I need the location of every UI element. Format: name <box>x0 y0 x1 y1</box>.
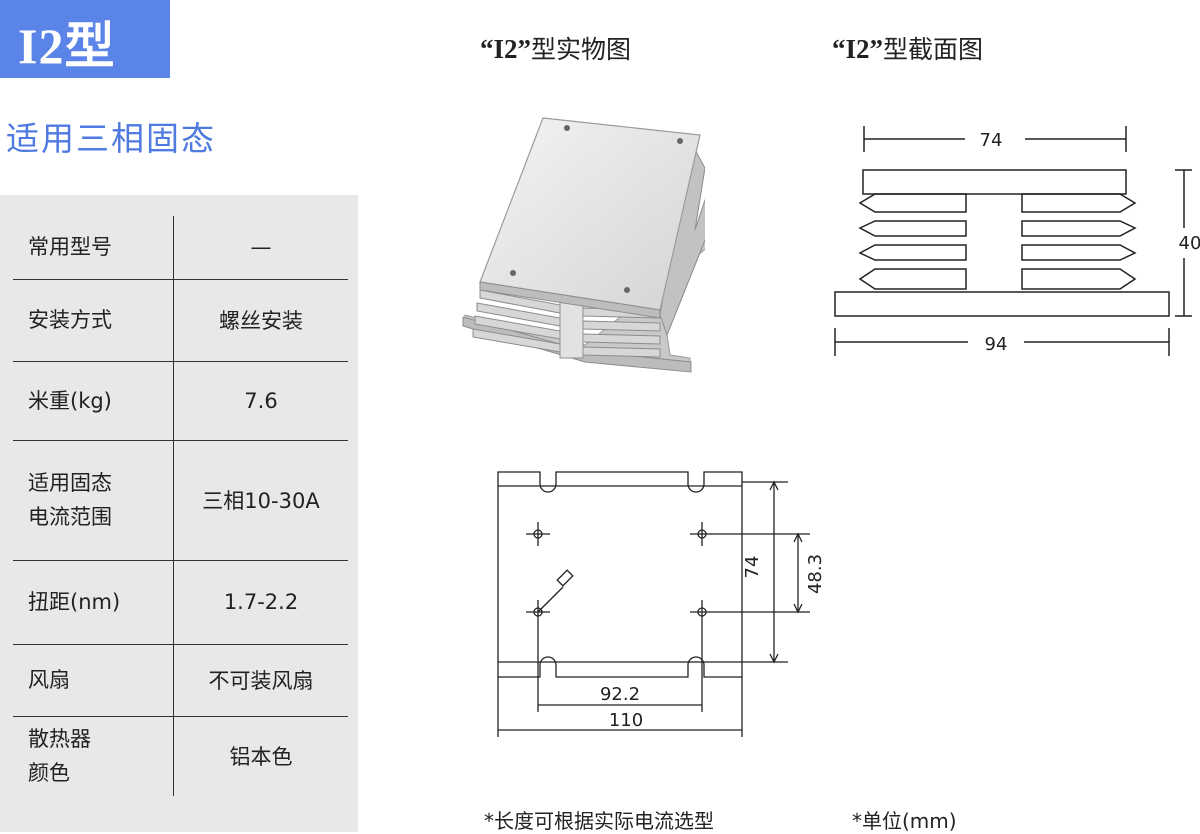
spec-label-line: 电流范围 <box>28 505 112 529</box>
spec-label: 米重(kg) <box>13 361 174 440</box>
spec-label: 散热器颜色 <box>13 716 174 796</box>
dim-hole-spacing-v: 48.3 <box>714 532 826 614</box>
section-caption: “I2”型截面图 <box>832 30 983 66</box>
dim-base: 94 <box>834 328 1170 356</box>
spec-label: 风扇 <box>13 644 174 716</box>
unit-note: *单位(mm) <box>852 809 957 833</box>
thermal-sensor-icon <box>537 569 574 613</box>
spec-row-model: 常用型号 — <box>13 216 348 279</box>
base-flange <box>834 291 1170 317</box>
top-plate-edge <box>479 281 661 319</box>
dim-total-height: 74 <box>742 480 788 664</box>
dim-hole-spacing-h: 92.2 <box>537 624 703 712</box>
top-plate <box>479 117 701 311</box>
photo-caption-text: 型实物图 <box>531 35 632 64</box>
dim-width-label: 110 <box>609 710 643 731</box>
title-banner: I2型 <box>0 0 170 78</box>
plate-outline <box>497 471 743 678</box>
dim-height-label: 40 <box>1179 233 1200 254</box>
spec-label: 扭距(nm) <box>13 560 174 644</box>
spec-row-color: 散热器颜色 铝本色 <box>13 716 348 796</box>
spec-value: 1.7-2.2 <box>223 590 299 614</box>
spec-label-line: 散热器 <box>28 727 91 752</box>
photo-caption: “I2”型实物图 <box>480 30 631 66</box>
spec-value: 铝本色 <box>229 745 293 770</box>
spec-value: 三相10-30A <box>202 489 320 513</box>
section-caption-text: 型截面图 <box>883 35 984 64</box>
spec-value: — <box>250 235 272 260</box>
mount-holes <box>510 125 683 293</box>
section-caption-model: “I2” <box>832 34 884 64</box>
fins-right <box>1021 193 1137 290</box>
fins-left <box>858 193 967 290</box>
spec-value: 不可装风扇 <box>208 669 314 693</box>
length-note: *长度可根据实际电流选型 <box>484 809 714 833</box>
cross-section-drawing: 74 40 94 <box>834 126 1200 356</box>
page-subtitle: 适用三相固态 <box>6 119 216 158</box>
dim-hole-spacing-v-label: 48.3 <box>805 554 826 594</box>
spec-label-line: 适用固态 <box>28 471 112 495</box>
spec-value: 7.6 <box>244 388 278 413</box>
dim-width-top: 74 <box>980 130 1003 151</box>
spec-row-weight: 米重(kg) 7.6 <box>13 361 348 440</box>
heatsink-photo <box>462 117 705 373</box>
dim-height: 40 <box>1175 169 1200 317</box>
dim-hole-spacing-h-label: 92.2 <box>600 684 640 705</box>
dim-height-label: 74 <box>742 556 763 579</box>
spec-value: 螺丝安装 <box>219 309 303 333</box>
top-view-drawing: 74 48.3 92.2 110 <box>497 471 826 737</box>
mount-holes <box>526 522 714 624</box>
spec-label: 适用固态电流范围 <box>13 440 174 560</box>
spec-label: 常用型号 <box>13 216 174 279</box>
spec-row-torque: 扭距(nm) 1.7-2.2 <box>13 560 348 644</box>
dim-top: 74 <box>863 126 1127 152</box>
spec-row-fan: 风扇 不可装风扇 <box>13 644 348 716</box>
base-plate-edge <box>462 316 692 373</box>
spec-row-mounting: 安装方式 螺丝安装 <box>13 279 348 361</box>
page-title: I2型 <box>18 18 116 74</box>
top-flange <box>862 169 1127 195</box>
dim-total-width: 110 <box>497 677 743 737</box>
center-web <box>559 299 584 359</box>
spec-row-current-range: 适用固态电流范围 三相10-30A <box>13 440 348 560</box>
spec-table: 常用型号 — 安装方式 螺丝安装 米重(kg) 7.6 适用固态电流范围 三相1… <box>13 216 348 796</box>
photo-caption-model: “I2” <box>480 34 532 64</box>
spec-label: 安装方式 <box>13 279 174 361</box>
dim-width-base: 94 <box>985 334 1008 355</box>
spec-label-line: 颜色 <box>28 761 70 786</box>
